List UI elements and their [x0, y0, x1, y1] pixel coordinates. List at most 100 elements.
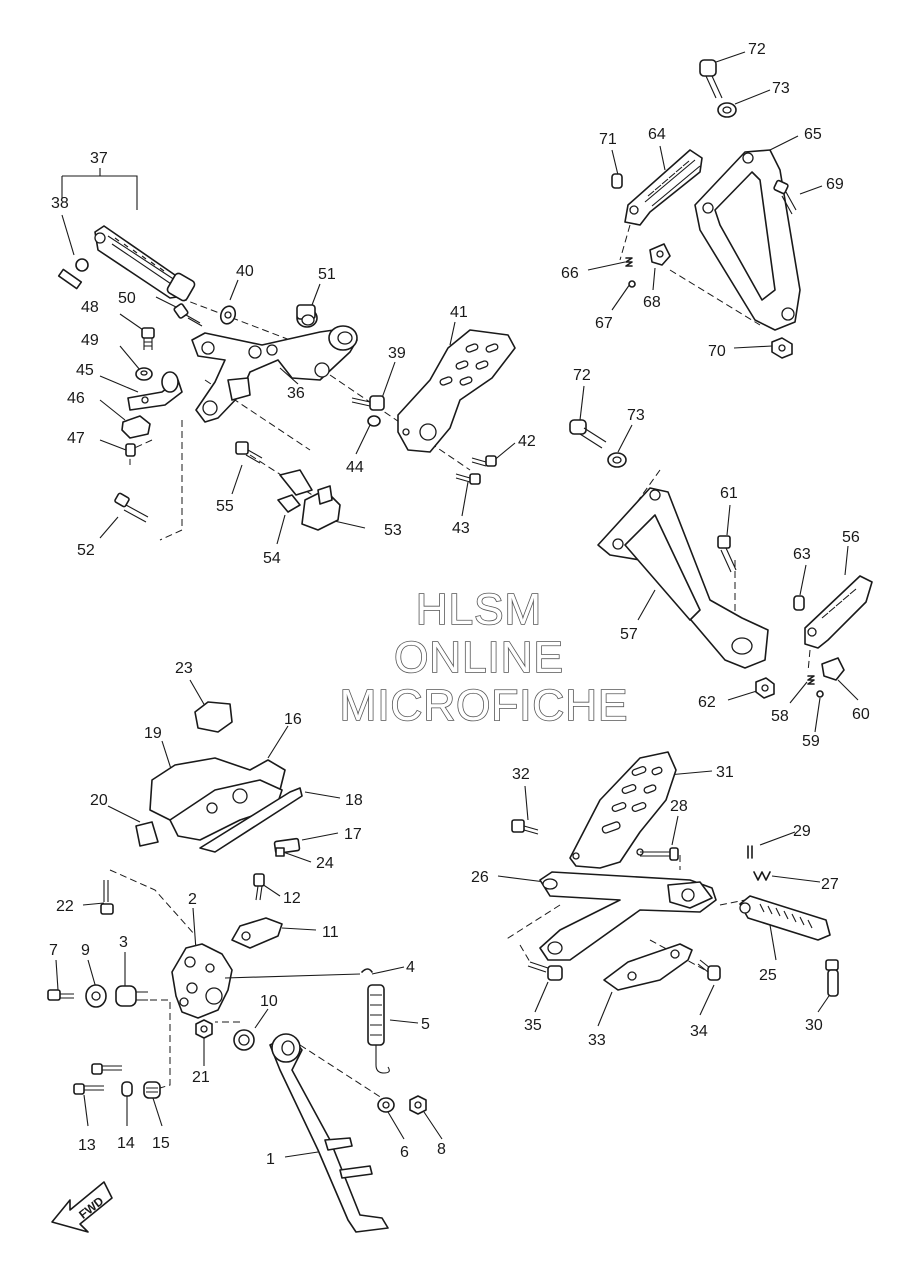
part-8-nut	[409, 1095, 427, 1115]
passenger-footrest-assembly-upper	[611, 59, 801, 359]
callout-13: 13	[78, 1137, 96, 1154]
part-29-spring	[747, 845, 753, 859]
part-30-pin	[825, 959, 839, 997]
watermark: HLSM ONLINE MICROFICHE	[339, 584, 629, 731]
callout-36: 36	[287, 385, 305, 402]
callout-24: 24	[316, 855, 334, 872]
callout-4: 4	[406, 959, 415, 976]
callout-31: 31	[716, 764, 734, 781]
callout-5: 5	[421, 1016, 430, 1033]
callout-28: 28	[670, 798, 688, 815]
part-44-washer	[367, 415, 381, 427]
callout-60: 60	[852, 706, 870, 723]
part-55-bolt	[235, 441, 263, 464]
watermark-line-2: ONLINE	[394, 633, 564, 682]
callout-47: 47	[67, 430, 85, 447]
part-47-pin	[125, 443, 136, 457]
part-21-nut	[195, 1019, 213, 1039]
callout-52: 52	[77, 542, 95, 559]
callout-17: 17	[344, 826, 362, 843]
part-48-bolt	[141, 327, 155, 350]
assembly-guides	[109, 224, 811, 1101]
callout-58: 58	[771, 708, 789, 725]
callout-19: 19	[144, 725, 162, 742]
part-12-screw	[253, 873, 265, 901]
callout-2: 2	[188, 891, 197, 908]
callout-56: 56	[842, 529, 860, 546]
callout-26: 26	[471, 869, 489, 886]
part-24-clip	[275, 847, 285, 857]
callout-70: 70	[708, 343, 726, 360]
callout-8: 8	[437, 1141, 446, 1158]
part-43-bolt	[455, 473, 481, 485]
part-72-bolt-lower	[569, 419, 607, 449]
callout-23: 23	[175, 660, 193, 677]
callout-38: 38	[51, 195, 69, 212]
part-5-spring	[367, 984, 390, 1074]
part-11-switch	[231, 917, 283, 949]
part-51-collar	[296, 304, 318, 328]
callout-61: 61	[720, 485, 738, 502]
callout-41: 41	[450, 304, 468, 321]
part-38-pin	[57, 258, 89, 290]
part-15-collar	[143, 1081, 161, 1099]
part-41-heel-guard	[397, 329, 516, 453]
callout-35: 35	[524, 1017, 542, 1034]
callout-42: 42	[518, 433, 536, 450]
part-63-pin	[793, 595, 805, 611]
part-7-bolt	[47, 989, 74, 1001]
part-34-bolt	[697, 959, 721, 981]
callout-43: 43	[452, 520, 470, 537]
callout-27: 27	[821, 876, 839, 893]
part-4-spring	[224, 968, 373, 979]
callout-67: 67	[595, 315, 613, 332]
callout-39: 39	[388, 345, 406, 362]
part-72-bolt	[699, 59, 723, 99]
callout-72: 72	[748, 41, 766, 58]
callout-51: 51	[318, 266, 336, 283]
callout-37: 37	[90, 150, 108, 167]
callout-73-lower: 73	[627, 407, 645, 424]
callout-7: 7	[49, 942, 58, 959]
part-28-bolt	[640, 847, 679, 861]
callout-21: 21	[192, 1069, 210, 1086]
part-56-footpeg	[804, 575, 873, 649]
part-3-collar	[115, 985, 148, 1007]
part-66-spring	[625, 257, 633, 267]
part-23-cap	[194, 701, 233, 733]
part-71-pin	[611, 173, 623, 189]
part-31-heel-guard	[569, 751, 677, 869]
part-37-footpeg	[94, 225, 196, 302]
part-61-bolt	[717, 535, 737, 573]
part-1-sidestand	[269, 1033, 389, 1233]
callout-48: 48	[81, 299, 99, 316]
part-69-bolt	[773, 179, 797, 215]
callout-20: 20	[90, 792, 108, 809]
callout-18: 18	[345, 792, 363, 809]
callout-72-lower: 72	[573, 367, 591, 384]
leader-lines	[55, 51, 859, 1158]
watermark-line-1: HLSM	[416, 585, 542, 634]
callout-49: 49	[81, 332, 99, 349]
callout-15: 15	[152, 1135, 170, 1152]
part-33-plate	[603, 943, 693, 991]
callout-22: 22	[56, 898, 74, 915]
part-18-band	[199, 787, 303, 853]
callout-10: 10	[260, 993, 278, 1010]
part-64-footpeg	[624, 149, 703, 226]
callout-3: 3	[119, 934, 128, 951]
part-53-54-clip	[277, 469, 341, 531]
callout-33: 33	[588, 1032, 606, 1049]
part-2-bracket	[171, 943, 233, 1019]
part-32-bolt	[511, 819, 539, 835]
part-39-bolt	[351, 395, 385, 411]
part-14-pin	[121, 1081, 133, 1097]
callout-64: 64	[648, 126, 666, 143]
watermark-line-3: MICROFICHE	[340, 681, 629, 730]
part-20-pad	[135, 821, 159, 847]
callout-labels: 1 2 3 4 5 6 7 8 9 10 11 12 13 14 15 16 1…	[49, 41, 870, 1168]
callout-65: 65	[804, 126, 822, 143]
part-27-spring	[753, 871, 771, 881]
callout-57: 57	[620, 626, 638, 643]
